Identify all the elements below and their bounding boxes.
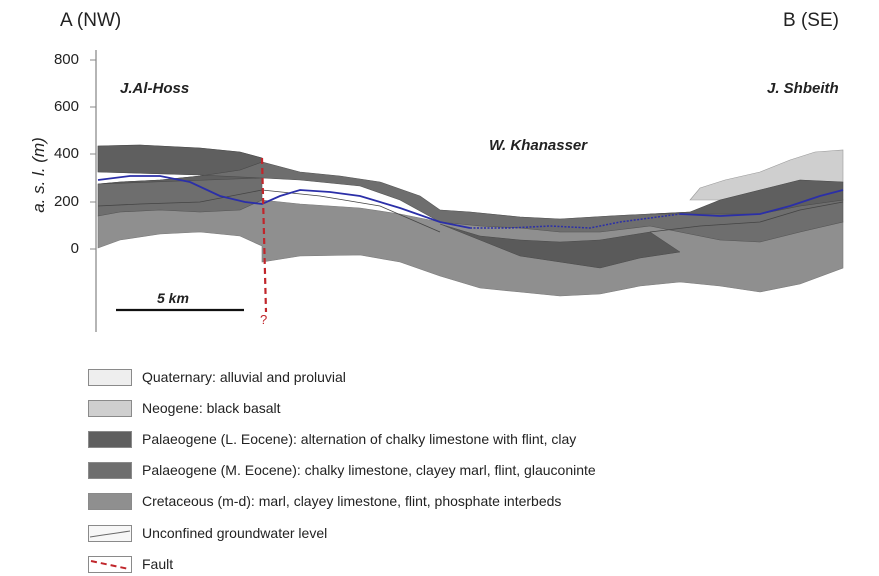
scale-bar-label: 5 km <box>157 290 189 306</box>
legend-swatch-neogene <box>88 399 132 417</box>
l-eocene-layer <box>97 144 263 185</box>
cretaceous-layer <box>97 199 844 297</box>
m-eocene-wadi-band <box>439 223 681 269</box>
legend-label: Palaeogene (L. Eocene): alternation of c… <box>142 431 577 447</box>
groundwater-line-icon <box>89 530 131 537</box>
y-tick-200: 200 <box>53 193 79 210</box>
legend-label: Palaeogene (M. Eocene): chalky limestone… <box>142 462 596 478</box>
legend-swatch-quaternary <box>88 368 132 386</box>
groundwater-line-left <box>97 175 471 229</box>
place-label-right: J. Shbeith <box>767 80 839 97</box>
groundwater-line-right <box>679 189 844 217</box>
legend-label: Fault <box>142 556 174 572</box>
y-tick-800: 800 <box>53 51 79 68</box>
legend-item-neogene: Neogene: black basalt <box>88 397 281 419</box>
legend-swatch-cretaceous <box>88 492 132 510</box>
y-tick-400: 400 <box>53 145 79 162</box>
legend-label: Unconfined groundwater level <box>142 525 328 541</box>
fault-query-mark: ? <box>260 312 268 327</box>
legend-item-groundwater: Unconfined groundwater level <box>88 522 327 544</box>
legend-label: Quaternary: alluvial and proluvial <box>142 369 346 385</box>
legend-item-quaternary: Quaternary: alluvial and proluvial <box>88 366 346 388</box>
legend-item-cretaceous: Cretaceous (m-d): marl, clayey limestone… <box>88 490 561 512</box>
section-end-label: B (SE) <box>783 10 839 31</box>
legend-swatch-m-eocene <box>88 461 132 479</box>
legend-swatch-l-eocene <box>88 430 132 448</box>
legend-item-l-eocene: Palaeogene (L. Eocene): alternation of c… <box>88 428 576 450</box>
y-tick-0: 0 <box>70 240 79 257</box>
place-label-center: W. Khanasser <box>489 137 588 154</box>
legend-label: Neogene: black basalt <box>142 400 281 416</box>
y-tick-600: 600 <box>53 98 79 115</box>
legend-label: Cretaceous (m-d): marl, clayey limestone… <box>142 493 562 509</box>
place-label-left: J.Al-Hoss <box>120 80 190 97</box>
l-eocene-layer-right <box>649 179 844 215</box>
fault-dash-icon <box>90 559 130 570</box>
groundwater-line-center <box>470 213 681 229</box>
legend-swatch-fault <box>88 555 132 573</box>
geological-cross-section <box>90 50 844 332</box>
legend-swatch-groundwater <box>88 524 132 542</box>
legend-item-m-eocene: Palaeogene (M. Eocene): chalky limestone… <box>88 459 596 481</box>
fault-line <box>260 157 268 313</box>
section-start-label: A (NW) <box>60 10 122 31</box>
legend-item-fault: Fault <box>88 553 173 575</box>
contact-line-2 <box>649 201 844 233</box>
